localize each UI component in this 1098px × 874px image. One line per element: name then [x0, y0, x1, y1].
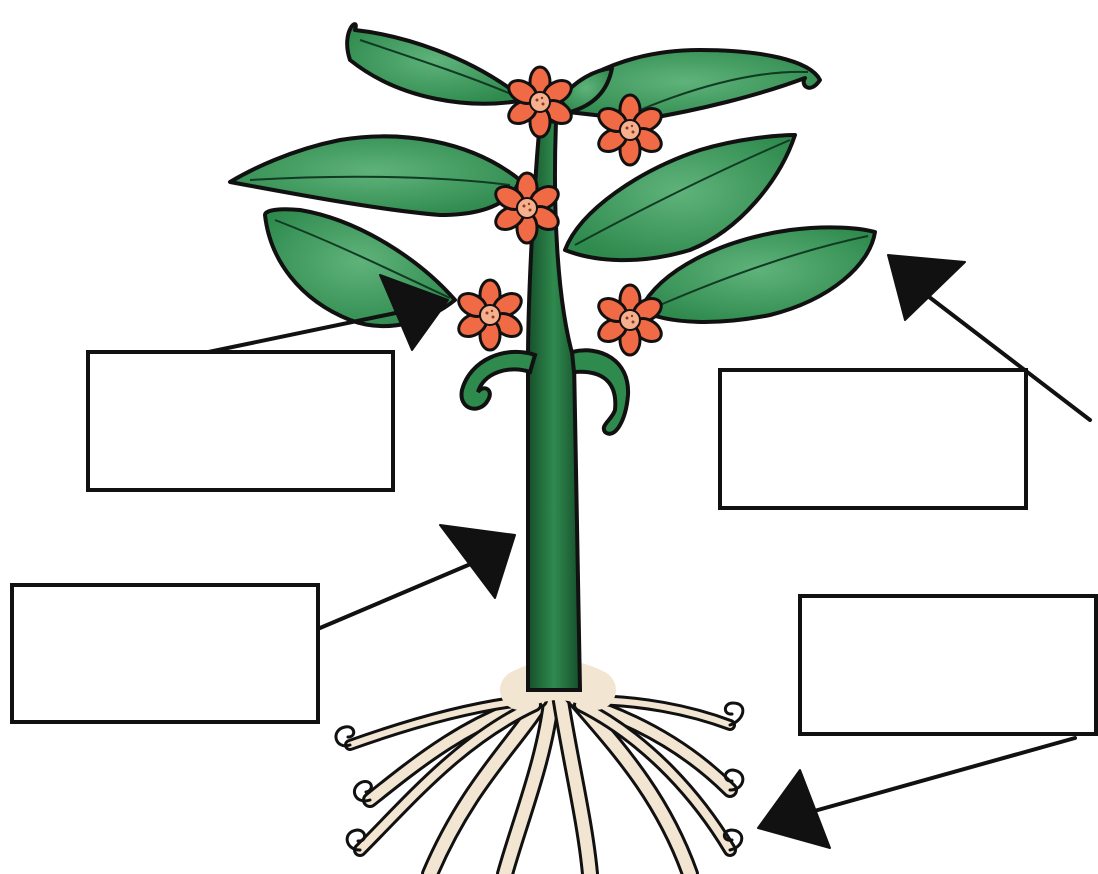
roots — [336, 680, 743, 874]
root-label-box[interactable] — [800, 596, 1096, 734]
stem-label-box[interactable] — [12, 585, 318, 722]
arrow-icon — [758, 738, 1075, 848]
flower-label-box[interactable] — [88, 352, 393, 490]
flower-icon — [455, 280, 526, 350]
leaf-label-box[interactable] — [720, 370, 1026, 508]
root-icon — [336, 680, 743, 874]
arrow-icon — [320, 525, 515, 628]
